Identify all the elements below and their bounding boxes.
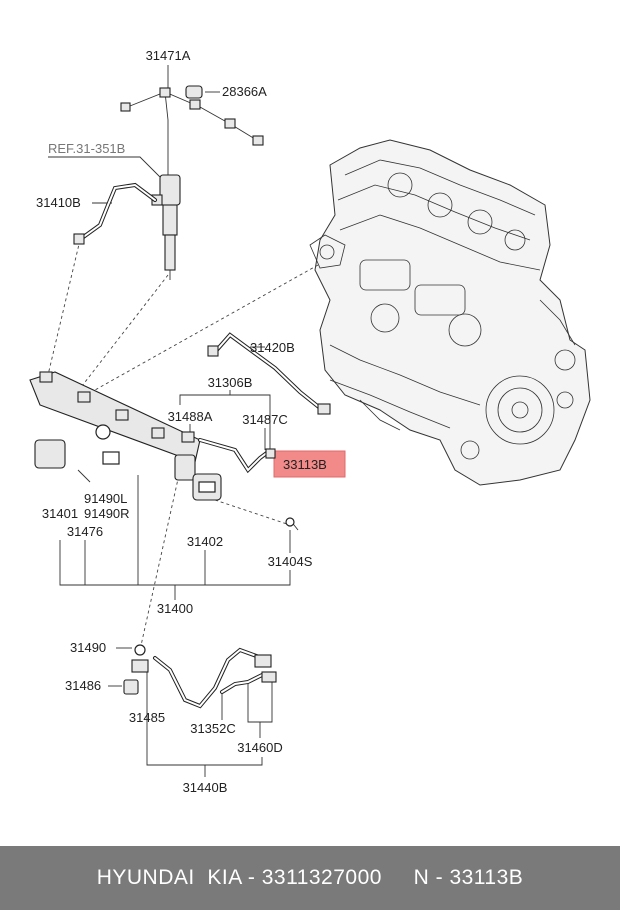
callout-31476: 31476 [67, 524, 103, 539]
callout-33113b: 33113B [283, 457, 327, 472]
callout-31485: 31485 [129, 710, 165, 725]
injector-harness [120, 85, 264, 175]
footer-text: HYUNDAI KIA - 3311327000 N - 33113B [96, 866, 524, 889]
highlight-box-33113b [273, 450, 346, 478]
fuel-injector [151, 174, 181, 280]
parts-diagram: 31471A 28366A REF.31-351B 31410B 31420B … [29, 48, 591, 795]
callout-31352c: 31352C [190, 721, 236, 736]
pressure-regulator [192, 473, 299, 531]
callout-31410b: 31410B [36, 195, 81, 210]
callout-31400: 31400 [157, 601, 193, 616]
return-hose [207, 332, 331, 415]
fuel-hose [181, 431, 270, 474]
callout-31440b: 31440B [183, 780, 228, 795]
callout-31460d: 31460D [237, 740, 283, 755]
callout-31490: 31490 [70, 640, 106, 655]
callout-31420b: 31420B [250, 340, 295, 355]
part-number-footer: HYUNDAI KIA - 3311327000 N - 33113B [0, 846, 620, 910]
callout-31486: 31486 [65, 678, 101, 693]
callout-31404s: 31404S [268, 554, 313, 569]
leader-lines [47, 65, 319, 777]
callout-ref: REF.31-351B [48, 141, 125, 156]
connector-33113b [265, 448, 276, 459]
callout-28366a: 28366A [222, 84, 267, 99]
callout-31487c: 31487C [242, 412, 288, 427]
callout-31401: 31401 [42, 506, 78, 521]
engine-block-illustration [309, 139, 591, 486]
fuel-return-line [123, 644, 277, 709]
callout-31306b: 31306B [208, 375, 253, 390]
callout-91490r: 91490R [84, 506, 130, 521]
callout-31471a: 31471A [146, 48, 191, 63]
callout-31402: 31402 [187, 534, 223, 549]
callout-91490l: 91490L [84, 491, 127, 506]
injector-pipe [73, 182, 157, 245]
common-rail [29, 371, 201, 483]
callout-labels: 31471A 28366A REF.31-351B 31410B 31420B … [36, 48, 327, 795]
callout-31488a: 31488A [168, 409, 213, 424]
